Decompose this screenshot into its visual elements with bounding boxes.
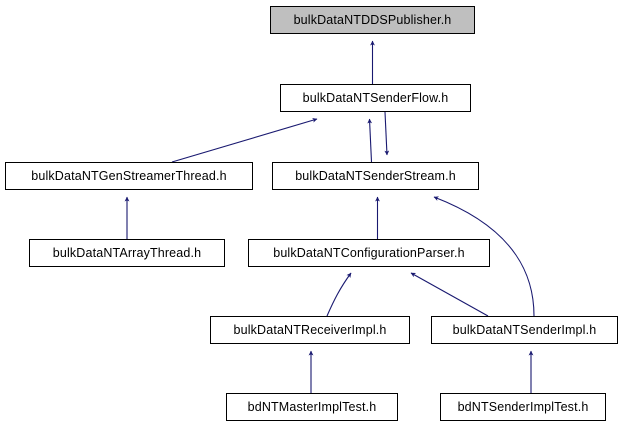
node-bdntmasterimpltest[interactable]: bdNTMasterImplTest.h xyxy=(226,393,398,421)
edge-sender-impl-to-configuration-parser xyxy=(410,272,489,317)
node-bulkdatantddspublisher[interactable]: bulkDataNTDDSPublisher.h xyxy=(270,6,475,34)
node-bulkdatantsenderstream[interactable]: bulkDataNTSenderStream.h xyxy=(272,162,479,190)
edge-sender-flow-to-sender-stream xyxy=(384,111,390,156)
node-bulkdatantsenderimpl[interactable]: bulkDataNTSenderImpl.h xyxy=(431,316,618,344)
edge-receiver-impl-to-configuration-parser xyxy=(326,272,352,317)
node-label: bulkDataNTSenderFlow.h xyxy=(302,90,449,105)
edge-gen-streamer-thread-to-sender-flow xyxy=(171,117,318,163)
node-label: bulkDataNTSenderStream.h xyxy=(295,168,456,183)
node-bulkdatantconfigurationparser[interactable]: bulkDataNTConfigurationParser.h xyxy=(248,239,490,267)
node-label: bulkDataNTArrayThread.h xyxy=(52,245,202,260)
node-label: bulkDataNTGenStreamerThread.h xyxy=(31,168,227,183)
node-label: bulkDataNTConfigurationParser.h xyxy=(273,245,465,260)
node-bulkdatantarraythread[interactable]: bulkDataNTArrayThread.h xyxy=(29,239,225,267)
edge-sender-stream-to-sender-flow xyxy=(367,118,373,163)
node-label: bdNTMasterImplTest.h xyxy=(247,399,377,414)
node-bulkdatantgenstreamerthread[interactable]: bulkDataNTGenStreamerThread.h xyxy=(5,162,253,190)
node-bdntsenderimpltest[interactable]: bdNTSenderImplTest.h xyxy=(440,393,606,421)
node-label: bulkDataNTDDSPublisher.h xyxy=(293,12,452,27)
node-label: bdNTSenderImplTest.h xyxy=(457,399,589,414)
node-label: bulkDataNTReceiverImpl.h xyxy=(233,322,387,337)
node-bulkdatantreceiverimpl[interactable]: bulkDataNTReceiverImpl.h xyxy=(210,316,410,344)
node-label: bulkDataNTSenderImpl.h xyxy=(452,322,597,337)
node-bulkdatantsenderflow[interactable]: bulkDataNTSenderFlow.h xyxy=(280,84,471,112)
